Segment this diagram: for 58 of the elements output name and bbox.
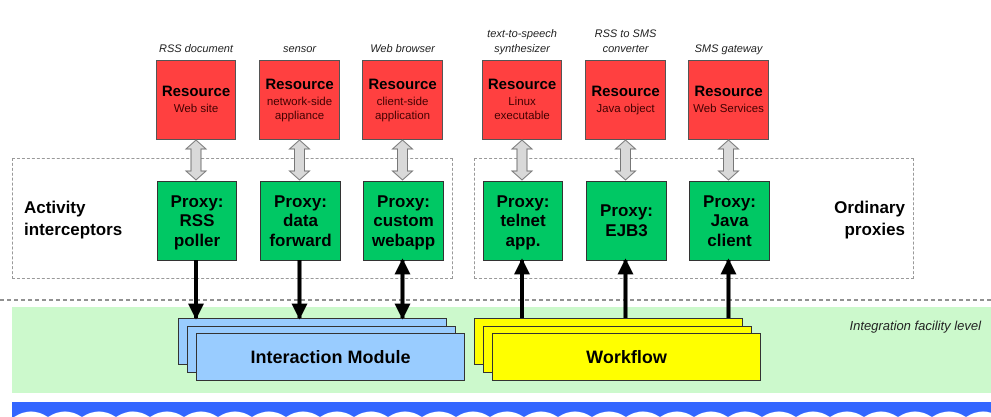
double-block-arrow: [717, 139, 740, 181]
proxy-label: Proxy: data forward: [268, 192, 333, 250]
resource-caption: SMS gateway: [694, 42, 764, 56]
resource-caption: RSS to SMS converter: [594, 27, 658, 56]
arrow: [188, 260, 204, 320]
resource-type: Linux executable: [493, 95, 551, 124]
arrow: [292, 260, 308, 320]
resource-box: [156, 60, 236, 140]
resource-caption: Web browser: [369, 42, 436, 56]
proxy-label: Proxy: EJB3: [599, 201, 654, 241]
proxy-label: Proxy: RSS poller: [170, 192, 224, 250]
proxy-label: Proxy: telnet app.: [496, 192, 550, 250]
stacked-module: [474, 318, 763, 381]
resource-caption: text-to-speech synthesizer: [486, 27, 558, 56]
resource-type: Web Services: [692, 102, 765, 117]
proxy-box: [586, 181, 667, 261]
arrow: [720, 258, 736, 318]
group-label: Ordinary proxies: [833, 197, 905, 242]
resource-title: Resource: [488, 76, 556, 95]
level-label: Integration facility level: [849, 317, 981, 335]
resource-box: [585, 60, 666, 140]
module-label: Workflow: [586, 346, 667, 368]
level-band: [12, 307, 991, 393]
resource-type: network-side appliance: [266, 95, 334, 124]
resource-title: Resource: [368, 76, 437, 95]
double-block-arrow: [510, 139, 534, 181]
stacked-module: [178, 318, 465, 381]
resource-type: Java object: [595, 102, 656, 117]
resource-title: Resource: [265, 76, 334, 95]
resource-title: Resource: [591, 83, 660, 102]
arrow: [394, 258, 410, 320]
resource-type: Web site: [172, 102, 220, 117]
resource-caption: RSS document: [158, 42, 234, 56]
proxy-label: Proxy: custom webapp: [370, 192, 436, 250]
double-block-arrow: [391, 139, 414, 181]
double-block-arrow: [288, 139, 311, 181]
double-block-arrow: [614, 139, 637, 181]
dashed-group: [474, 158, 914, 279]
proxy-box: [689, 181, 770, 261]
resource-title: Resource: [162, 83, 230, 102]
module-label: Interaction Module: [250, 346, 410, 368]
double-block-arrow: [184, 139, 208, 181]
resource-caption: sensor: [282, 42, 318, 56]
group-label: Activity interceptors: [24, 197, 124, 242]
resource-box: [688, 60, 769, 140]
proxy-label: Proxy: Java client: [702, 192, 757, 250]
resource-box: [259, 60, 340, 140]
resource-box: [362, 60, 443, 140]
dashed-group: [12, 158, 453, 279]
arrow: [618, 258, 634, 318]
resource-title: Resource: [694, 83, 763, 102]
resource-box: [482, 60, 562, 140]
resource-type: client-side application: [374, 95, 431, 124]
proxy-box: [157, 181, 237, 261]
proxy-box: [260, 181, 341, 261]
proxy-box: [363, 181, 444, 261]
arrow: [514, 258, 530, 318]
proxy-box: [483, 181, 563, 261]
